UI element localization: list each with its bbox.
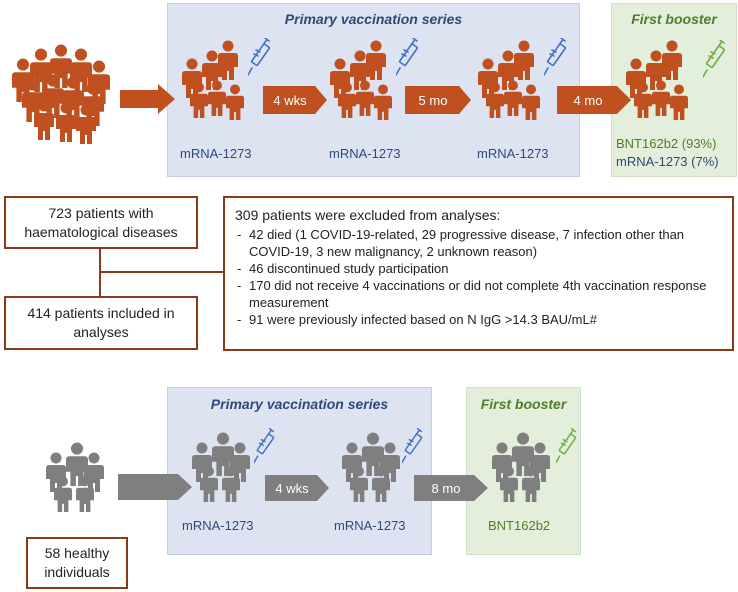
bottom-booster-panel: First booster [466,387,581,555]
vaccine-label: mRNA-1273 [329,146,401,161]
people-group-icon [492,432,550,502]
excluded-item: 91 were previously infected based on N I… [235,311,722,328]
vaccine-label: mRNA-1273 [180,146,252,161]
included-text: 414 patients included in analyses [27,305,175,340]
vaccine-label: mRNA-1273 [334,518,406,533]
people-group-icon [12,44,110,144]
bottom-booster-title: First booster [480,396,567,412]
people-group-icon [342,432,400,502]
vaccine-label: mRNA-1273 [477,146,549,161]
syringe-icon [248,38,271,76]
vaccine-label: mRNA-1273 [182,518,254,533]
syringe-icon [254,428,275,464]
included-box: 414 patients included in analyses [4,296,198,350]
flow-arrow [118,474,192,500]
healthy-box: 58 healthy individuals [26,537,128,589]
enrolled-text: 723 patients with haematological disease… [24,204,178,240]
people-group-icon [46,442,104,512]
booster-vaccine-label: BNT162b2 (93%) [616,136,717,151]
bottom-primary-title: Primary vaccination series [210,396,389,412]
enrolled-box: 723 patients with haematological disease… [4,196,198,249]
booster-vaccine-label: BNT162b2 [488,518,551,533]
interval-arrow: 4 mo [557,86,631,114]
interval-label: 8 mo [431,480,461,496]
syringe-icon [544,38,567,76]
interval-arrow: 8 mo [414,475,488,501]
syringe-icon [402,428,423,464]
excluded-item: 170 did not receive 4 vaccinations or di… [235,277,722,311]
interval-arrow: 4 wks [263,86,327,114]
interval-label: 4 wks [275,480,309,496]
excluded-list: 42 died (1 COVID-19-related, 29 progress… [235,226,722,328]
flow-arrow [120,84,175,114]
people-group-icon [192,432,250,502]
interval-arrow: 4 wks [265,475,329,501]
excluded-box: 309 patients were excluded from analyses… [223,196,734,351]
syringe-icon [556,428,577,464]
syringe-icon [703,40,726,78]
top-primary-title: Primary vaccination series [284,11,463,27]
syringe-icon [396,38,419,76]
excluded-title: 309 patients were excluded from analyses… [235,207,501,223]
interval-label: 5 mo [418,92,448,108]
interval-label: 4 wks [273,92,307,108]
interval-label: 4 mo [573,92,603,108]
interval-arrow: 5 mo [405,86,471,114]
people-group-icon [626,40,688,120]
healthy-text: 58 healthy individuals [44,545,110,580]
booster-vaccine-label: mRNA-1273 (7%) [616,154,719,169]
excluded-item: 46 discontinued study participation [235,260,722,277]
top-booster-title: First booster [631,11,717,27]
excluded-item: 42 died (1 COVID-19-related, 29 progress… [235,226,722,260]
